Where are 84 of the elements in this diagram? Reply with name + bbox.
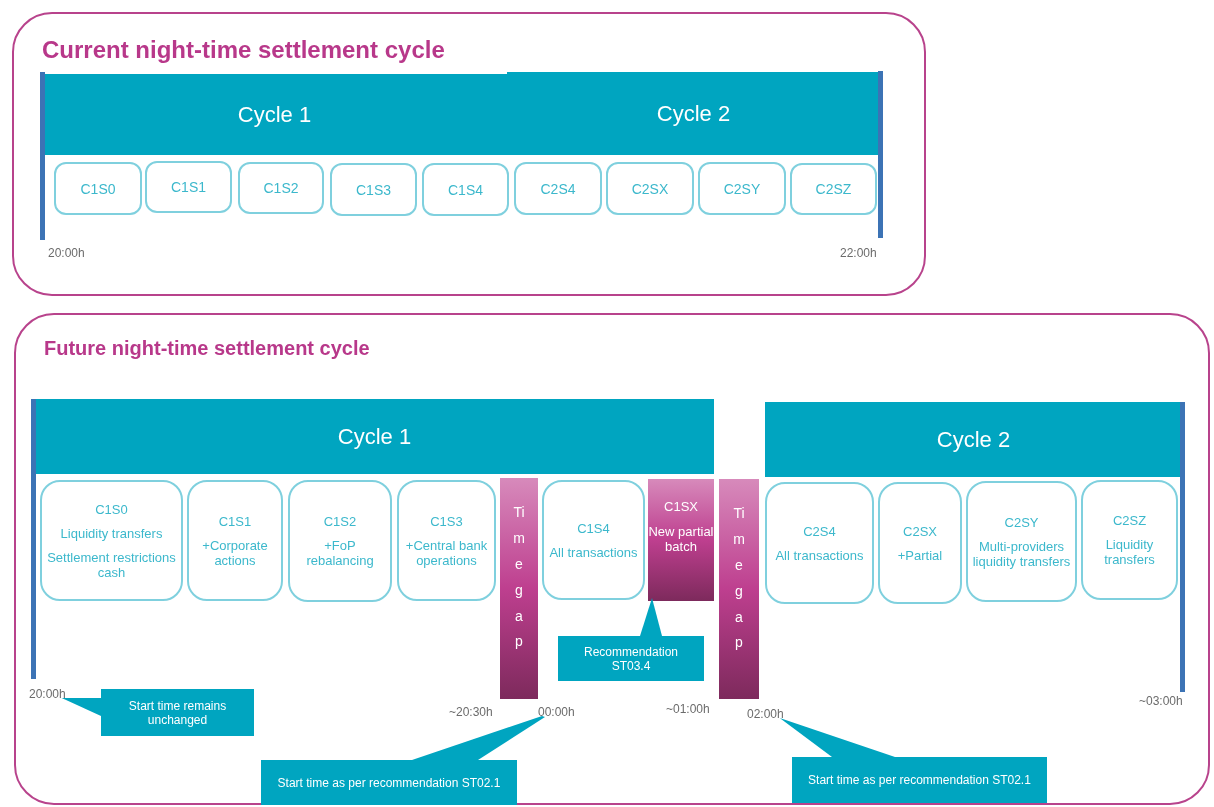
callout-pointer bbox=[412, 716, 545, 760]
stage-description: +FoP rebalancing bbox=[305, 538, 375, 568]
time-label: ~03:00h bbox=[1139, 694, 1183, 708]
panel-title: Current night-time settlement cycle bbox=[42, 36, 445, 64]
time-label: ~20:30h bbox=[449, 705, 493, 719]
stage-code: C1S0 bbox=[95, 501, 128, 517]
stage-box bbox=[606, 162, 694, 215]
stage-code: C1S1 bbox=[218, 513, 252, 529]
cycle-label: Cycle 2 bbox=[656, 100, 731, 127]
stage-code: C1S4 bbox=[577, 520, 610, 536]
stage-code: C1S1 bbox=[171, 179, 206, 195]
callout-box bbox=[261, 760, 517, 805]
stage-box bbox=[698, 162, 786, 215]
stage-code: C1S0 bbox=[80, 180, 116, 197]
stage-description: All transactions bbox=[775, 547, 864, 563]
callout-box bbox=[558, 636, 704, 681]
cycle-panel bbox=[14, 313, 1210, 805]
callout-text: Recommendation ST03.4 bbox=[582, 644, 680, 673]
stage-code: C1S2 bbox=[323, 514, 357, 529]
stage-description: Multi-providers liquidity transfers bbox=[972, 538, 1071, 569]
stage-description: +Corporate actions bbox=[201, 537, 269, 568]
stage-description: Liquidity transfers bbox=[1103, 537, 1156, 567]
stage-box bbox=[765, 482, 874, 604]
stage-description: +Partial bbox=[897, 547, 943, 563]
stage-box bbox=[238, 162, 324, 214]
cycle-band bbox=[765, 402, 1182, 477]
stage-code: C2SZ bbox=[815, 181, 852, 197]
time-gap-label: Time gap bbox=[732, 504, 746, 653]
stage-code: C1S3 bbox=[430, 513, 463, 529]
stage-code: C1S3 bbox=[356, 181, 391, 198]
stage-box bbox=[1081, 480, 1178, 600]
time-label: 20:00h bbox=[48, 246, 85, 260]
stage-box bbox=[330, 163, 417, 216]
time-label: 20:00h bbox=[29, 687, 66, 701]
stage-description: +Central bank operations bbox=[404, 537, 489, 568]
cycle-band bbox=[507, 72, 880, 155]
time-gap-bar bbox=[500, 478, 538, 699]
stage-box bbox=[54, 162, 142, 215]
stage-box bbox=[966, 481, 1077, 602]
stage-code: C2SY bbox=[1004, 514, 1039, 530]
time-label: ~01:00h bbox=[666, 702, 710, 716]
stage-description: Settlement restrictions cash bbox=[46, 549, 177, 580]
stage-code: C2SZ bbox=[1112, 513, 1147, 528]
stage-code: C2S4 bbox=[540, 180, 576, 197]
stage-description: All transactions bbox=[549, 544, 638, 560]
cycle-panel bbox=[12, 12, 926, 296]
stage-box bbox=[790, 163, 877, 215]
stage-box bbox=[542, 480, 645, 600]
stage-box bbox=[397, 480, 496, 601]
batch-box bbox=[648, 479, 714, 601]
stage-box bbox=[514, 162, 602, 215]
time-label: 00:00h bbox=[538, 705, 575, 719]
stage-box bbox=[40, 480, 183, 601]
stage-box bbox=[145, 161, 232, 213]
stage-code: C2SY bbox=[723, 180, 761, 197]
cycle-label: Cycle 1 bbox=[237, 101, 312, 128]
callout-text: Start time remains unchanged bbox=[127, 698, 228, 727]
stage-box bbox=[422, 163, 509, 216]
time-label: 02:00h bbox=[747, 707, 784, 721]
stage-code: C1S2 bbox=[263, 180, 299, 196]
stage-box bbox=[878, 482, 962, 604]
stage-code: C2SX bbox=[631, 180, 669, 197]
cycle-band bbox=[42, 74, 507, 155]
stage-box bbox=[288, 480, 392, 602]
cycle-label: Cycle 1 bbox=[337, 423, 412, 450]
cycle-label: Cycle 2 bbox=[936, 426, 1011, 453]
callout-pointer bbox=[640, 598, 662, 636]
panel-title: Future night-time settlement cycle bbox=[44, 337, 370, 360]
stage-code: C2SX bbox=[903, 523, 937, 539]
callout-text: Start time as per recommendation ST02.1 bbox=[277, 775, 501, 790]
stage-description: Liquidity transfers bbox=[60, 525, 163, 541]
callout-text: Start time as per recommendation ST02.1 bbox=[808, 773, 1031, 787]
stage-code: C1S4 bbox=[448, 181, 483, 198]
callout-pointer bbox=[779, 718, 895, 757]
time-gap-label: Time gap bbox=[512, 503, 526, 652]
stage-description: New partial batch bbox=[648, 524, 714, 554]
stage-box bbox=[187, 480, 283, 601]
stage-code: C2S4 bbox=[803, 523, 836, 539]
cycle-band bbox=[35, 399, 714, 474]
time-gap-bar bbox=[719, 479, 759, 699]
stage-code: C1SX bbox=[664, 499, 698, 514]
time-label: 22:00h bbox=[840, 246, 877, 260]
callout-pointer bbox=[61, 698, 101, 716]
callout-box bbox=[101, 689, 254, 736]
